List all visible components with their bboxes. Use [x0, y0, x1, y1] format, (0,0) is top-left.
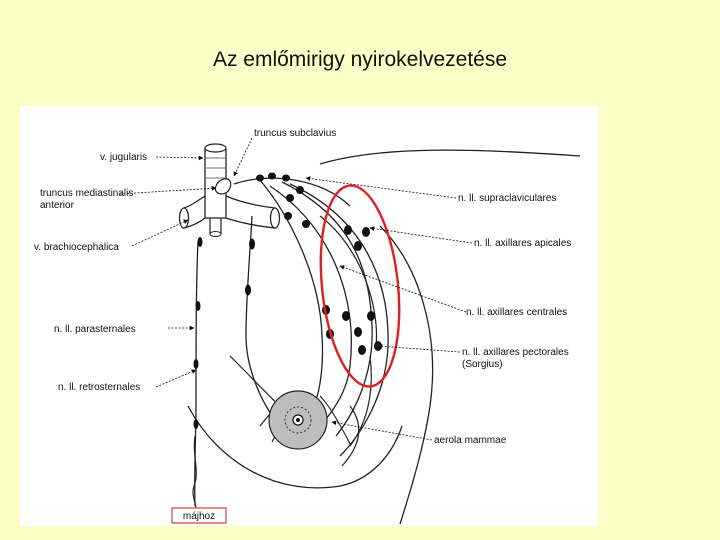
label-n-axillares-centrales: n. ll. axillares centrales [466, 307, 567, 318]
subclavian-vein [225, 195, 276, 229]
label-n-axillares-pectorales: n. ll. axillares pectorales [462, 347, 569, 358]
parasternal-chain [194, 240, 199, 507]
shoulder-outline [319, 149, 581, 165]
label-sorgius: (Sorgius) [462, 359, 503, 370]
breast-outline [187, 405, 403, 489]
label-v-brachiocephalica: v. brachiocephalica [34, 242, 119, 253]
label-truncus-subclavius: truncus subclavius [254, 128, 336, 139]
label-v-jugularis: v. jugularis [100, 152, 147, 163]
label-majhoz: májhoz [183, 511, 215, 522]
label-aerola-mammae: aerola mammae [434, 435, 507, 446]
label-n-supraclaviculares: n. ll. supraclaviculares [458, 193, 556, 204]
label-n-axillares-apicales: n. ll. axillares apicales [474, 238, 571, 249]
label-n-parasternales: n. ll. parasternales [54, 324, 136, 335]
leader-lines [119, 137, 473, 441]
arm-outline [379, 225, 434, 525]
diagram-svg: truncus subclavius v. jugularis truncus … [34, 128, 581, 525]
areola-mammae [259, 390, 351, 450]
axillary-highlight-ellipse [319, 184, 401, 388]
internal-chain [245, 215, 289, 437]
majhoz-box: májhoz [171, 507, 227, 524]
lymph-drainage-diagram: truncus subclavius v. jugularis truncus … [20, 106, 598, 526]
label-truncus-mediastinalis-anterior: anterior [40, 200, 75, 211]
slide-title: Az emlőmirigy nyirokelvezetése [212, 48, 508, 71]
label-truncus-mediastinalis: truncus mediastinalis [40, 188, 133, 199]
label-n-retrosternales: n. ll. retrosternales [58, 382, 140, 393]
